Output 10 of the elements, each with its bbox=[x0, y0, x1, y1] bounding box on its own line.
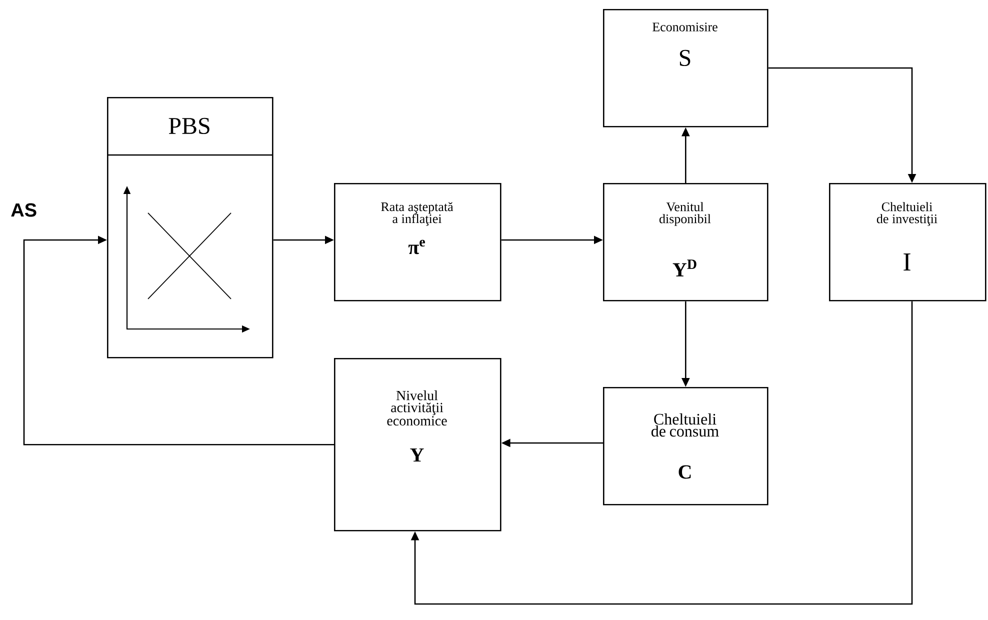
process-box: Rata aşteptată a inflaţiei π$^{e}$ bbox=[334, 183, 502, 302]
process-box: Economisire S bbox=[603, 9, 768, 128]
process-box: Nivelul activităţii economice Y bbox=[334, 358, 502, 532]
process-box: Cheltuieli de investiţii I bbox=[829, 183, 986, 302]
process-box: PBS bbox=[107, 97, 274, 358]
process-box: Cheltuieli de consum C bbox=[603, 387, 768, 506]
axis-label: AS bbox=[11, 203, 36, 217]
process-box: Venitul disponibil Y$^{D}$ bbox=[603, 183, 768, 302]
arrow bbox=[410, 301, 913, 605]
arrow bbox=[23, 236, 334, 446]
